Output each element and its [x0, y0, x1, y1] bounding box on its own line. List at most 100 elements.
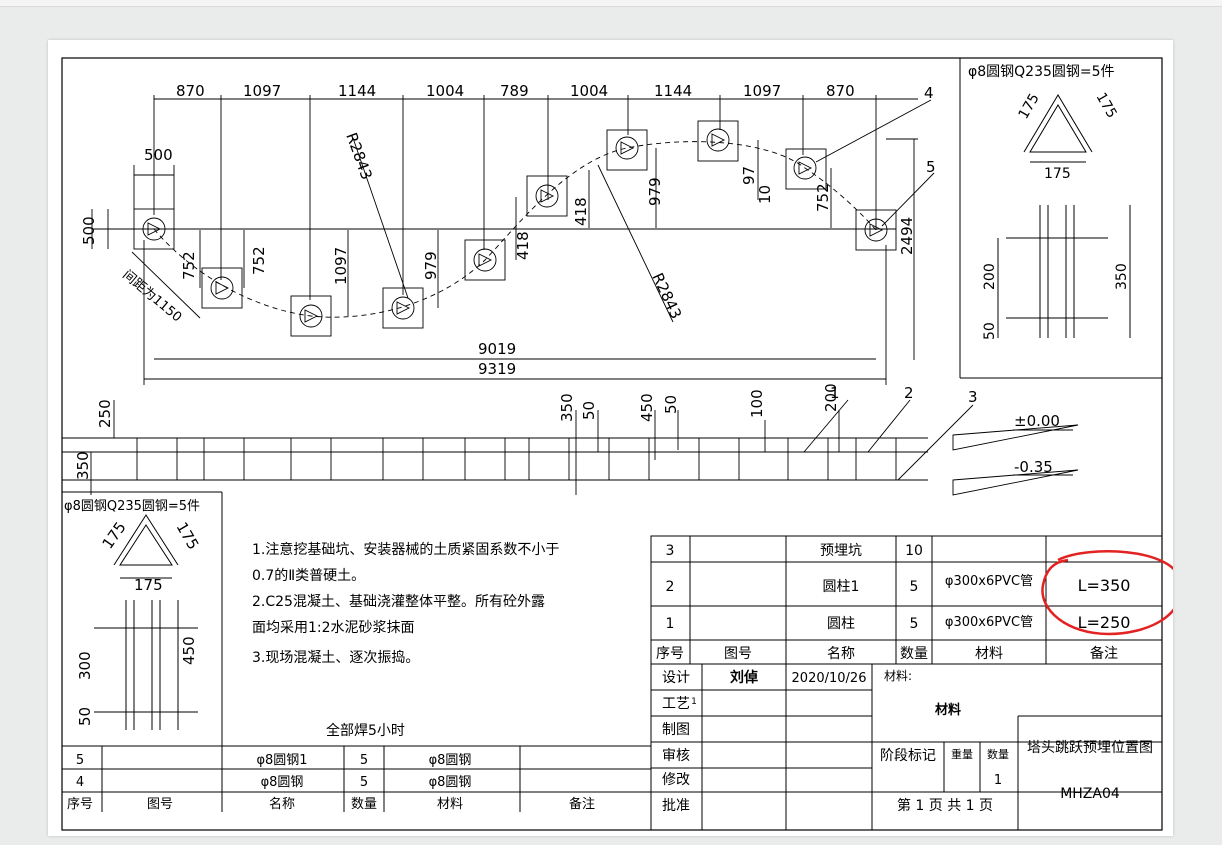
dim-top-6: 1004: [570, 82, 608, 100]
section-dim-350b: 350: [558, 393, 576, 422]
total-inner: 9019: [478, 340, 516, 358]
radius-label-2: R2843: [648, 270, 685, 322]
tb-pages: 第 1 页 共 1 页: [897, 797, 993, 814]
left-row2-no: 4: [76, 775, 84, 790]
section-dim-100: 100: [748, 389, 766, 418]
section-callout-3: 3: [968, 388, 978, 406]
section-callout-2: 2: [904, 384, 914, 402]
rebar-left-300: 300: [76, 651, 94, 680]
callout-4: 4: [924, 84, 934, 102]
tb-stage-label: 阶段标记: [880, 748, 936, 764]
dim-top-8: 1097: [743, 82, 781, 100]
right-row1-remark: L=250: [1078, 613, 1131, 632]
dim-500-left: 500: [80, 216, 98, 245]
left-header-material: 材料: [437, 797, 463, 812]
tb-ratio: 1: [994, 773, 1002, 788]
section-callout-1: 1: [830, 384, 840, 402]
dim-10: 10: [756, 185, 774, 204]
dim-752-b: 752: [250, 246, 268, 275]
section-labels: 250 350 350 50 450 50 100 200 1 2 3 ±0.0…: [74, 383, 1060, 480]
dim-500-top: 500: [144, 146, 173, 164]
dim-979-b: 979: [646, 177, 664, 206]
left-row1-qty: 5: [360, 753, 368, 768]
left-parts-table-text: 5 φ8圆钢1 5 φ8圆钢 4 φ8圆钢 5 φ8圆钢 序号 图号 名称 数量…: [67, 753, 595, 812]
dim-752-c: 752: [814, 183, 832, 212]
dim-top-9: 870: [826, 82, 855, 100]
note-line-5: 3.现场混凝土、逐次振捣。: [252, 649, 419, 666]
dim-top-4: 1004: [426, 82, 464, 100]
tb-material-label: 材料:: [884, 669, 912, 683]
section-dim-250: 250: [96, 399, 114, 428]
right-row1-material: φ300x6PVC管: [945, 615, 1033, 630]
note-line-3: 2.C25混凝土、基础浇灌整体平整。所有砼外露: [252, 593, 545, 610]
callout-5: 5: [926, 158, 936, 176]
level-zero: ±0.00: [1014, 412, 1060, 430]
right-row1-name: 圆柱: [827, 616, 855, 632]
right-row2-qty: 5: [910, 579, 919, 595]
right-header-material: 材料: [975, 646, 1003, 662]
dim-418-a: 418: [514, 231, 532, 260]
right-header-no: 序号: [656, 646, 684, 662]
rebar-left-side-right: 175: [173, 519, 203, 553]
section-dim-450: 450: [638, 393, 656, 422]
rebar-left-title: φ8圆钢Q235圆钢=5件: [64, 499, 200, 514]
note-line-2: 0.7的Ⅱ类普硬土。: [252, 568, 365, 584]
rebar-left-base: 175: [134, 576, 163, 594]
dim-2494: 2494: [898, 217, 916, 255]
right-row1-no: 1: [666, 616, 675, 632]
tb-design-label: 设计: [662, 670, 690, 686]
tb-title: 塔头跳跃预埋位置图: [1027, 740, 1153, 756]
left-row2-qty: 5: [360, 775, 368, 790]
dim-97: 97: [740, 166, 758, 185]
right-row2-no: 2: [666, 579, 675, 595]
tb-material: 材料: [935, 702, 961, 718]
right-row3-no: 3: [666, 543, 675, 559]
right-row1-qty: 5: [910, 616, 919, 632]
tb-draw-label: 制图: [662, 722, 690, 738]
left-header-no: 序号: [67, 797, 93, 812]
rebar-top-200: 200: [982, 263, 998, 290]
radius-label-1: R2843: [342, 130, 376, 182]
section-view: [62, 399, 1079, 496]
note-line-1: 1.注意挖基础坑、安装器械的土质紧固系数不小于: [252, 541, 559, 558]
right-row3-qty: 10: [905, 543, 923, 559]
right-parts-table: [650, 535, 1163, 665]
dim-418-b: 418: [572, 197, 590, 226]
left-header-drawing: 图号: [147, 797, 173, 812]
column-symbols: [142, 128, 888, 328]
spacing-label: 间距为1150: [119, 268, 184, 326]
red-annotation-circle: [1041, 550, 1173, 636]
dim-1097: 1097: [332, 247, 350, 285]
right-header-name: 名称: [827, 646, 855, 662]
tb-qty-label: 数量: [987, 748, 1009, 761]
rebar-detail-left-labels: φ8圆钢Q235圆钢=5件 175 175 175 300 450 50: [64, 499, 202, 726]
tb-code: MHZA04: [1060, 786, 1120, 802]
dim-top-1: 870: [176, 82, 205, 100]
rebar-left-50: 50: [76, 707, 94, 726]
right-header-remark: 备注: [1090, 645, 1118, 662]
right-header-drawing: 图号: [724, 646, 752, 662]
left-header-qty: 数量: [351, 797, 377, 812]
section-dim-50b: 50: [662, 395, 680, 414]
left-row1-no: 5: [76, 753, 84, 768]
right-header-qty: 数量: [900, 646, 928, 662]
tb-designer: 刘倬: [730, 669, 758, 686]
weld-note: 全部焊5小时: [326, 722, 405, 739]
technical-notes: 1.注意挖基础坑、安装器械的土质紧固系数不小于 0.7的Ⅱ类普硬土。 2.C25…: [252, 541, 559, 739]
rebar-top-350: 350: [1114, 263, 1130, 290]
rebar-top-base: 175: [1044, 166, 1071, 182]
drawing-frame: [61, 57, 1163, 831]
plan-dimension-labels: 870 1097 1144 1004 789 1004 1144 1097 87…: [80, 82, 936, 378]
section-dim-200: 200: [822, 383, 840, 412]
rebar-detail-top: [959, 58, 1162, 379]
dim-top-7: 1144: [654, 82, 692, 100]
drawing-sheet: 870 1097 1144 1004 789 1004 1144 1097 87…: [48, 40, 1173, 836]
dim-752-a: 752: [180, 251, 198, 280]
tb-modify-label: 修改: [662, 772, 690, 788]
left-row2-material: φ8圆钢: [429, 775, 472, 790]
total-outer: 9319: [478, 360, 516, 378]
title-block: [650, 663, 1163, 831]
rebar-top-title: φ8圆钢Q235圆钢=5件: [968, 64, 1115, 80]
tb-approve-label: 批准: [662, 798, 690, 814]
rebar-left-450: 450: [180, 636, 198, 665]
